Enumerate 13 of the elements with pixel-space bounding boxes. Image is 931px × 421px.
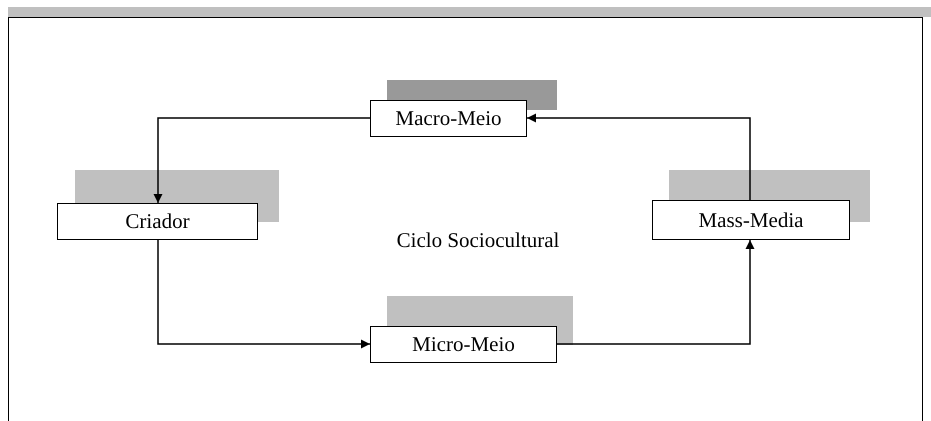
arrow [154, 117, 370, 203]
process-box [370, 326, 557, 363]
box-label: Criador [125, 211, 190, 232]
box-label: Mass-Media [698, 210, 804, 230]
process-box [57, 203, 258, 240]
arrow [527, 114, 751, 200]
arrow [557, 240, 754, 345]
center-label: Ciclo Sociocultural [396, 230, 560, 251]
box-label: Micro-Meio [412, 334, 515, 355]
arrow [157, 240, 370, 348]
process-box [652, 200, 850, 240]
process-box [370, 100, 527, 137]
box-label: Macro-Meio [395, 108, 502, 129]
